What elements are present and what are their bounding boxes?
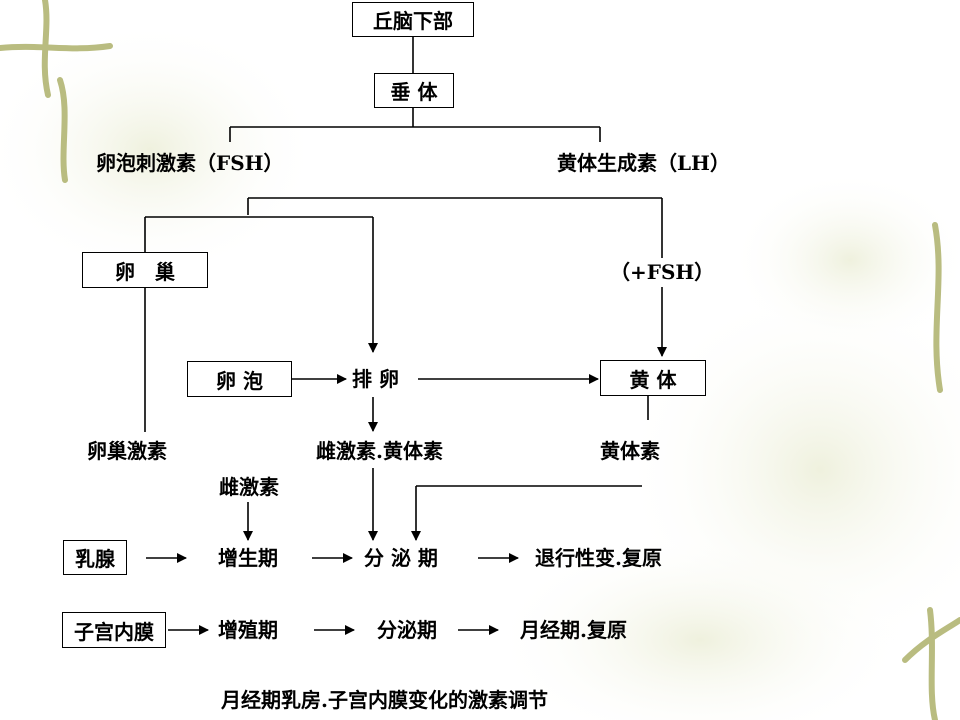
endometrium-menstrual-label: 月经期.复原 [520,618,627,642]
flower-shadow [490,530,910,720]
lh-label: 黄体生成素（LH） [557,151,730,175]
breast-proliferative-label: 增生期 [218,546,278,570]
estrogen-label: 雌激素 [219,475,279,499]
pituitary-box: 垂 体 [374,73,454,108]
progesterone-label: 黄体素 [600,439,660,463]
endometrium-box: 子宫内膜 [62,612,166,648]
breast-secretory-label: 分 泌 期 [364,546,438,570]
diagram-caption: 月经期乳房.子宫内膜变化的激素调节 [221,688,548,712]
endometrium-secretory-label: 分泌期 [377,618,437,642]
fsh-label: 卵泡刺激素（FSH） [96,151,284,175]
breast-box: 乳腺 [63,540,127,575]
flower-shadow [0,20,320,280]
estrogen-progesterone-label: 雌激素.黄体素 [316,439,443,463]
follicle-box: 卵 泡 [187,361,292,397]
vine-right [902,222,960,720]
ovarian-hormone-label: 卵巢激素 [87,439,167,463]
vine-top-left [0,0,113,183]
endometrium-proliferative-label: 增殖期 [218,618,278,642]
flower-shadow [730,170,960,350]
hypothalamus-box: 丘脑下部 [352,2,474,37]
corpus-luteum-box: 黄 体 [600,360,706,396]
ovulation-label: 排 卵 [352,367,399,391]
plus-fsh-label: （+FSH） [610,260,715,284]
ovary-box: 卵 巢 [82,252,208,288]
breast-regression-label: 退行性变.复原 [535,546,662,570]
